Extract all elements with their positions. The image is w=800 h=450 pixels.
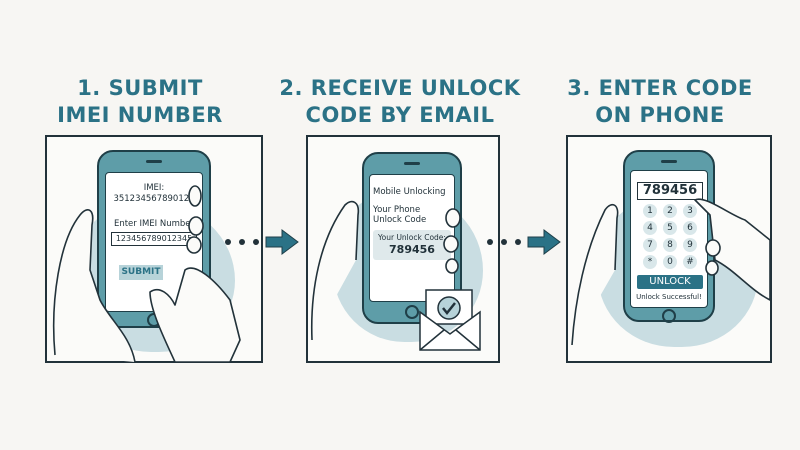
phone-screen: IMEI: 351234567890123 Enter IMEI Number …	[105, 172, 203, 312]
home-button	[662, 309, 676, 323]
keypad-key[interactable]: 3	[683, 204, 697, 218]
step-1-title: 1. SUBMIT IMEI NUMBER	[10, 75, 270, 129]
step-1-title-line1: 1. SUBMIT	[77, 76, 203, 100]
email-subject-line2: Unlock Code	[373, 215, 427, 225]
step-3-title: 3. ENTER CODE ON PHONE	[530, 75, 790, 129]
unlock-status: Unlock Successful!	[636, 293, 702, 301]
arrow-step-1-to-2	[225, 229, 299, 255]
email-header: Mobile Unlocking	[373, 187, 446, 197]
keypad-key[interactable]: #	[683, 255, 697, 269]
submit-button[interactable]: SUBMIT	[119, 265, 163, 280]
keypad-key[interactable]: 0	[663, 255, 677, 269]
step-2-title: 2. RECEIVE UNLOCK CODE BY EMAIL	[270, 75, 530, 129]
speaker-icon	[404, 162, 420, 165]
step-2-title-line1: 2. RECEIVE UNLOCK	[279, 76, 521, 100]
step-3-title-line1: 3. ENTER CODE	[567, 76, 753, 100]
email-subject-line1: Your Phone	[373, 205, 421, 215]
code-input[interactable]: 789456	[637, 182, 703, 200]
step-3-title-line2: ON PHONE	[595, 103, 725, 127]
keypad-key[interactable]: 2	[663, 204, 677, 218]
imei-label: IMEI:	[143, 183, 165, 193]
keypad-key[interactable]: 9	[683, 238, 697, 252]
step-2-title-line2: CODE BY EMAIL	[305, 103, 495, 127]
input-label: Enter IMEI Number	[113, 219, 195, 229]
keypad-key[interactable]: 5	[663, 221, 677, 235]
code-box: Your Unlock Code: 789456	[373, 230, 451, 260]
home-button	[405, 305, 419, 319]
arrow-step-2-to-3	[487, 229, 561, 255]
phone: Mobile Unlocking Your Phone Unlock Code …	[362, 152, 462, 324]
step-2-panel: Mobile Unlocking Your Phone Unlock Code …	[306, 135, 500, 363]
envelope-checkmark-icon	[419, 289, 481, 351]
imei-input[interactable]: 123456789012345	[111, 232, 197, 246]
keypad-key[interactable]: 8	[663, 238, 677, 252]
keypad-key[interactable]: 1	[643, 204, 657, 218]
unlock-code: 789456	[389, 243, 435, 256]
phone: IMEI: 351234567890123 Enter IMEI Number …	[97, 150, 211, 328]
keypad-key[interactable]: 7	[643, 238, 657, 252]
code-label: Your Unlock Code:	[378, 233, 446, 242]
unlock-button[interactable]: UNLOCK	[637, 275, 703, 289]
imei-value: 351234567890123	[113, 194, 195, 204]
keypad-key[interactable]: 4	[643, 221, 657, 235]
phone-screen: Mobile Unlocking Your Phone Unlock Code …	[369, 174, 455, 302]
keypad-key[interactable]: *	[643, 255, 657, 269]
keypad-key[interactable]: 6	[683, 221, 697, 235]
speaker-icon	[146, 160, 162, 163]
step-1-title-line2: IMEI NUMBER	[57, 103, 223, 127]
home-button	[147, 313, 161, 327]
speaker-icon	[661, 160, 677, 163]
